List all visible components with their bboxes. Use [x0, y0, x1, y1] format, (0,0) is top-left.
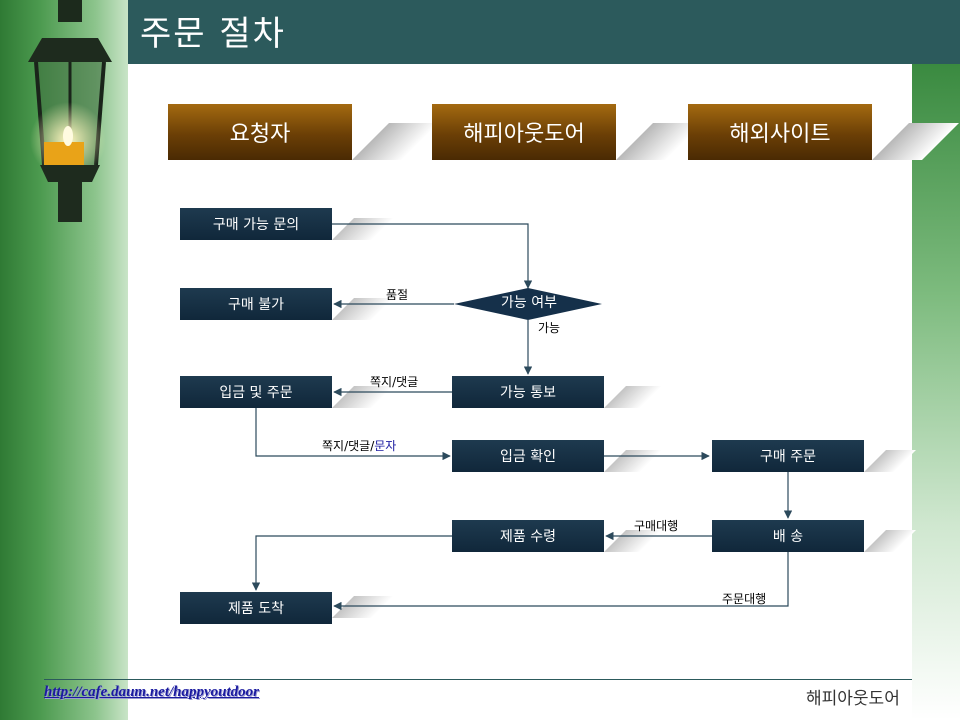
- header-happy-outdoor: 해피아웃도어: [432, 104, 616, 160]
- label-note-comment-prefix: 쪽지/댓글/: [322, 439, 375, 453]
- footer-brand: 해피아웃도어: [806, 689, 900, 709]
- label-text-highlight: 문자: [374, 439, 397, 453]
- node-shipping: 배 송: [712, 520, 864, 552]
- node-availability-check: 가능 여부: [501, 295, 557, 311]
- node-product-arrival: 제품 도착: [180, 592, 332, 624]
- header-overseas-site: 해외사이트: [688, 104, 872, 160]
- label-note-comment-text: 쪽지/댓글/문자: [322, 437, 396, 454]
- footer-url-link[interactable]: http://cafe.daum.net/happyoutdoor: [44, 684, 260, 700]
- node-purchase-unavailable: 구매 불가: [180, 288, 332, 320]
- footer-divider: [44, 679, 912, 680]
- node-purchase-inquiry: 구매 가능 문의: [180, 208, 332, 240]
- node-purchase-order: 구매 주문: [712, 440, 864, 472]
- label-sold-out: 품절: [386, 288, 409, 302]
- node-product-receipt: 제품 수령: [452, 520, 604, 552]
- label-note-comment: 쪽지/댓글: [370, 375, 419, 389]
- label-purchase-proxy: 구매대행: [634, 519, 679, 533]
- label-available: 가능: [538, 321, 561, 335]
- edge-inquiry-to-check: [332, 223, 533, 289]
- edge-payment-order-to-confirm: [255, 408, 451, 461]
- header-requester: 요청자: [168, 104, 352, 160]
- lantern-image: [28, 0, 112, 222]
- background-right-strip: [912, 64, 960, 720]
- node-payment-and-order: 입금 및 주문: [180, 376, 332, 408]
- node-availability-notice: 가능 통보: [452, 376, 604, 408]
- edge-shipping-to-arrival: [333, 552, 789, 611]
- title-bar: [128, 0, 960, 64]
- node-payment-confirm: 입금 확인: [452, 440, 604, 472]
- decision-diamond: [454, 288, 602, 320]
- page-title: 주문 절차: [140, 14, 286, 54]
- label-order-proxy: 주문대행: [722, 592, 767, 606]
- edge-receipt-to-arrival: [251, 535, 452, 591]
